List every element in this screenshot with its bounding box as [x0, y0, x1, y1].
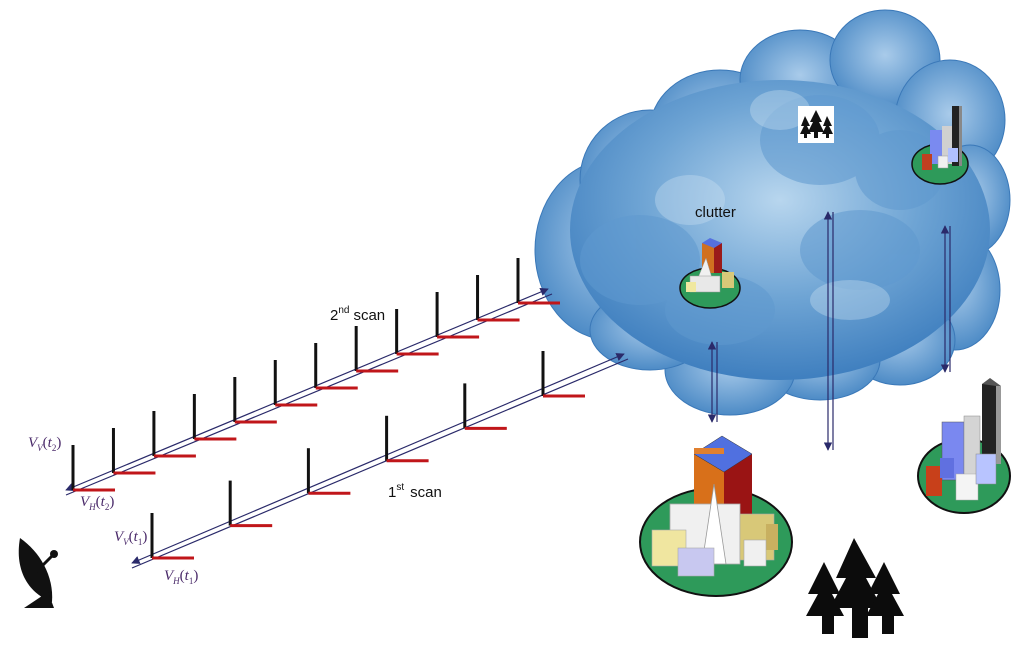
church-building-icon: [639, 435, 793, 597]
radar-dish-icon: [18, 538, 58, 608]
scan-1-pulses: [150, 351, 585, 560]
vv-t2-label: VV(t2): [28, 435, 61, 453]
small-trees-icon: [798, 106, 834, 143]
vv-t1-label: VV(t1): [114, 529, 147, 547]
clutter-label: clutter: [695, 204, 736, 221]
clutter-cloud: [534, 9, 1011, 416]
vh-t1-label: VH(t1): [164, 568, 198, 586]
city-buildings-icon: [917, 378, 1011, 514]
scan-2-pulses: [71, 258, 560, 492]
clutter-return-arrows: [707, 211, 951, 451]
vh-t2-label: VH(t2): [80, 494, 114, 512]
city-buildings-icon: [911, 106, 969, 185]
scan-tracks: [65, 288, 629, 569]
church-building-icon: [679, 238, 741, 309]
pine-trees-icon: [806, 538, 904, 638]
